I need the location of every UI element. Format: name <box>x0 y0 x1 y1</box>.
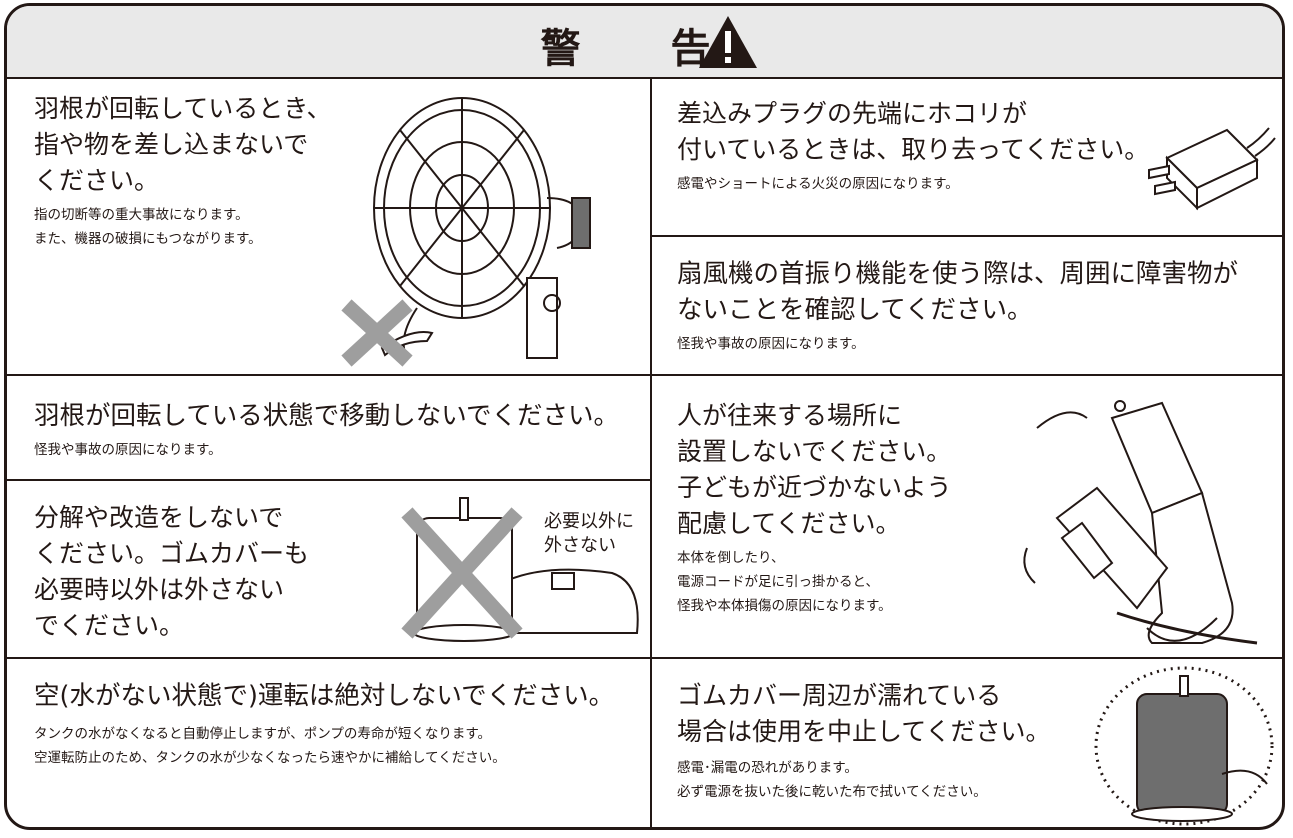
item-heading: 羽根が回転しているとき、 指や物を差し込まないで ください。 <box>34 94 332 195</box>
warning-panel: 警 告 羽根が回転しているとき、 指や物を差し込まないで ください。 指の切断等… <box>4 3 1285 830</box>
row-divider <box>7 479 650 481</box>
item-heading: ゴムカバー周辺が濡れている 場合は使用を中止してください。 <box>677 681 1051 746</box>
item-body: タンクの水がなくなると自動停止しますが、ポンプの寿命が短くなります。 空運転防止… <box>34 726 506 766</box>
item-body: 怪我や事故の原因になります。 <box>34 442 222 458</box>
warning-triangle-icon <box>699 16 757 68</box>
warning-item-wet-cover: ゴムカバー周辺が濡れている 場合は使用を中止してください。 感電･漏電の恐れがあ… <box>677 678 1051 804</box>
column-divider <box>650 77 652 827</box>
callout-label: 必要以外に 外さない <box>544 510 634 558</box>
warning-item-disassembly: 分解や改造をしないで ください。ゴムカバーも 必要時以外は外さない でください。 <box>34 500 309 644</box>
row-divider <box>7 657 1282 659</box>
fan-illustration <box>341 97 591 367</box>
item-body: 怪我や事故の原因になります。 <box>677 336 865 352</box>
warning-item-moving: 羽根が回転している状態で移動しないでください。 怪我や事故の原因になります。 <box>34 398 619 462</box>
item-body: 本体を倒したり、 電源コードが足に引っ掛かると、 怪我や本体損傷の原因になります… <box>677 550 892 614</box>
warning-item-dry-run: 空(水がない状態で)運転は絶対しないでください。 タンクの水がなくなると自動停止… <box>34 678 614 770</box>
item-body: 感電やショートによる火災の原因になります。 <box>677 176 959 192</box>
item-body: 感電･漏電の恐れがあります。 必ず電源を抜いた後に乾いた布で拭いてください。 <box>677 760 987 800</box>
row-divider <box>650 235 1282 237</box>
callout-text: 必要以外に 外さない <box>544 511 634 556</box>
item-heading: 羽根が回転している状態で移動しないでください。 <box>34 401 619 431</box>
foot-kick-illustration <box>1023 400 1258 645</box>
item-heading: 人が往来する場所に 設置しないでください。 子どもが近づかないよう 配慮してくだ… <box>677 401 952 538</box>
wet-pump-illustration <box>1094 666 1274 826</box>
item-heading: 空(水がない状態で)運転は絶対しないでください。 <box>34 681 615 711</box>
item-heading: 扇風機の首振り機能を使う際は、周囲に障害物が ないことを確認してください。 <box>677 259 1239 325</box>
plug-illustration <box>1148 127 1276 211</box>
item-body: 指の切断等の重大事故になります。 また、機器の破損にもつながります。 <box>34 207 262 247</box>
item-heading: 分解や改造をしないで ください。ゴムカバーも 必要時以外は外さない でください。 <box>34 503 310 640</box>
warning-item-plug-dust: 差込みプラグの先端にホコリが 付いているときは、取り去ってください。 感電やショ… <box>677 96 1149 196</box>
warning-header: 警 告 <box>7 6 1282 79</box>
warning-item-oscillation: 扇風機の首振り機能を使う際は、周囲に障害物が ないことを確認してください。 怪我… <box>677 256 1238 356</box>
warning-title: 警 告 <box>540 26 749 72</box>
row-divider <box>7 374 1282 376</box>
warning-item-blades: 羽根が回転しているとき、 指や物を差し込まないで ください。 指の切断等の重大事… <box>34 91 332 251</box>
pump-illustration <box>401 497 639 642</box>
warning-item-traffic: 人が往来する場所に 設置しないでください。 子どもが近づかないよう 配慮してくだ… <box>677 398 952 618</box>
item-heading: 差込みプラグの先端にホコリが 付いているときは、取り去ってください。 <box>677 99 1150 164</box>
